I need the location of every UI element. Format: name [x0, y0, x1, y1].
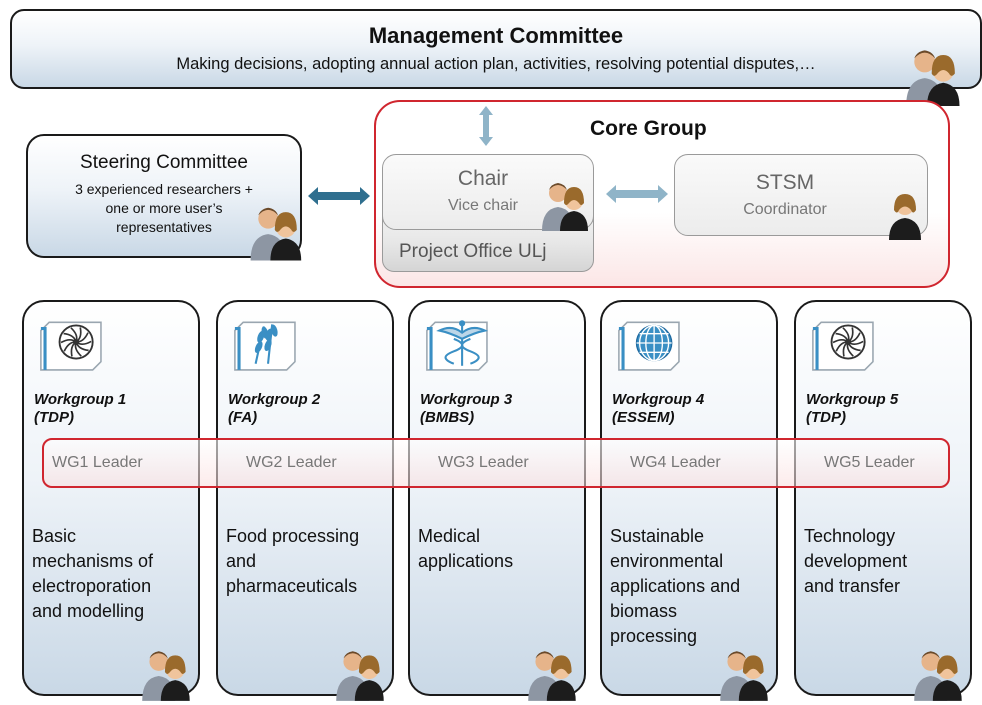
wg-leader-label: WG1 Leader [52, 454, 143, 471]
wg-leader-label: WG4 Leader [630, 454, 721, 471]
workgroup-people-icon [136, 648, 198, 702]
wg-leader-label: WG2 Leader [246, 454, 337, 471]
workgroup-abbrev: (BMBS) [420, 409, 475, 426]
steering-line-1: 3 experienced researchers + [75, 181, 253, 197]
workgroup-description: Basic mechanisms of electroporation and mod… [32, 524, 153, 624]
workgroup-description-line: environmental [610, 551, 724, 571]
stsm-box: STSM Coordinator [674, 154, 928, 236]
steering-committee-box: Steering Committee 3 experienced researc… [26, 134, 302, 258]
steering-committee-title: Steering Committee [80, 152, 248, 173]
workgroup-description-line: biomass [610, 601, 678, 621]
workgroup-description-line: and modelling [32, 601, 145, 621]
workgroup-people-icon [330, 648, 392, 702]
workgroup-2-box: Workgroup 2(FA) Food processing and pharmac… [216, 300, 394, 696]
workgroup-4-box: Workgroup 4(ESSEM) Sustainable environment… [600, 300, 778, 696]
management-committee-box: Management Committee Making decisions, a… [10, 9, 982, 89]
management-committee-title: Management Committee [368, 23, 624, 48]
wg-leaders-band [42, 438, 950, 488]
wg-leader-label: WG5 Leader [824, 454, 915, 471]
workgroup-abbrev: (FA) [228, 409, 258, 426]
globe-icon [616, 314, 686, 377]
workgroup-description: Technology development and transfer [804, 524, 907, 599]
steering-people-icon [244, 202, 310, 264]
chair-stsm-arrow [606, 185, 668, 203]
workgroup-people-icon [714, 648, 776, 702]
workgroup-description-line: development [804, 551, 908, 571]
workgroup-abbrev: (TDP) [34, 409, 74, 426]
steering-line-3: representatives [116, 219, 212, 235]
chair-label: Chair [457, 167, 509, 190]
workgroup-description-line: Technology [804, 526, 896, 546]
workgroup-description-line: applications [418, 551, 514, 571]
chair-people-icon [536, 178, 596, 234]
workgroup-description-line: Sustainable [610, 526, 705, 546]
workgroup-description-line: Basic [32, 526, 77, 546]
up-down-arrow [479, 106, 493, 146]
workgroup-1-box: Workgroup 1(TDP) Basic mechanisms of electr… [22, 300, 200, 696]
workgroup-description-line: processing [610, 626, 698, 646]
workgroup-description-line: and [226, 551, 257, 571]
steering-chair-arrow [308, 187, 370, 205]
workgroup-description-line: Medical [418, 526, 481, 546]
workgroup-abbrev: (ESSEM) [612, 409, 675, 426]
wheat-icon [232, 314, 302, 377]
stsm-label: STSM [755, 171, 815, 194]
stsm-person-icon [884, 190, 926, 240]
management-people-icon [896, 48, 972, 106]
turbine-icon [810, 314, 880, 377]
project-office-label: Project Office ULj [399, 241, 547, 262]
coordinator-label: Coordinator [743, 201, 827, 218]
management-committee-subtitle: Making decisions, adopting annual action… [176, 55, 816, 73]
steering-line-2: one or more user’s [105, 200, 223, 216]
caduceus-icon [424, 314, 494, 377]
workgroup-description-line: pharmaceuticals [226, 576, 358, 596]
workgroup-title: Workgroup 2 [228, 391, 321, 408]
workgroup-abbrev: (TDP) [806, 409, 846, 426]
core-group-title: Core Group [590, 117, 707, 140]
workgroup-5-box: Workgroup 5(TDP) Technology development and… [794, 300, 972, 696]
vice-chair-label: Vice chair [448, 197, 518, 214]
workgroup-description-line: mechanisms of [32, 551, 154, 571]
workgroup-title: Workgroup 5 [806, 391, 899, 408]
workgroup-title: Workgroup 3 [420, 391, 513, 408]
workgroup-title: Workgroup 1 [34, 391, 127, 408]
workgroup-title: Workgroup 4 [612, 391, 705, 408]
workgroup-description: Food processing and pharmaceuticals [226, 524, 359, 599]
workgroup-3-box: Workgroup 3(BMBS) Medical applications [408, 300, 586, 696]
workgroup-description-line: applications and [610, 576, 741, 596]
workgroup-description: Sustainable environmental applications and… [610, 524, 740, 649]
workgroup-people-icon [908, 648, 970, 702]
turbine-icon [38, 314, 108, 377]
workgroup-description-line: and transfer [804, 576, 901, 596]
workgroup-description-line: electroporation [32, 576, 152, 596]
wg-leader-label: WG3 Leader [438, 454, 529, 471]
workgroup-description: Medical applications [418, 524, 513, 574]
workgroup-description-line: Food processing [226, 526, 360, 546]
workgroup-people-icon [522, 648, 584, 702]
